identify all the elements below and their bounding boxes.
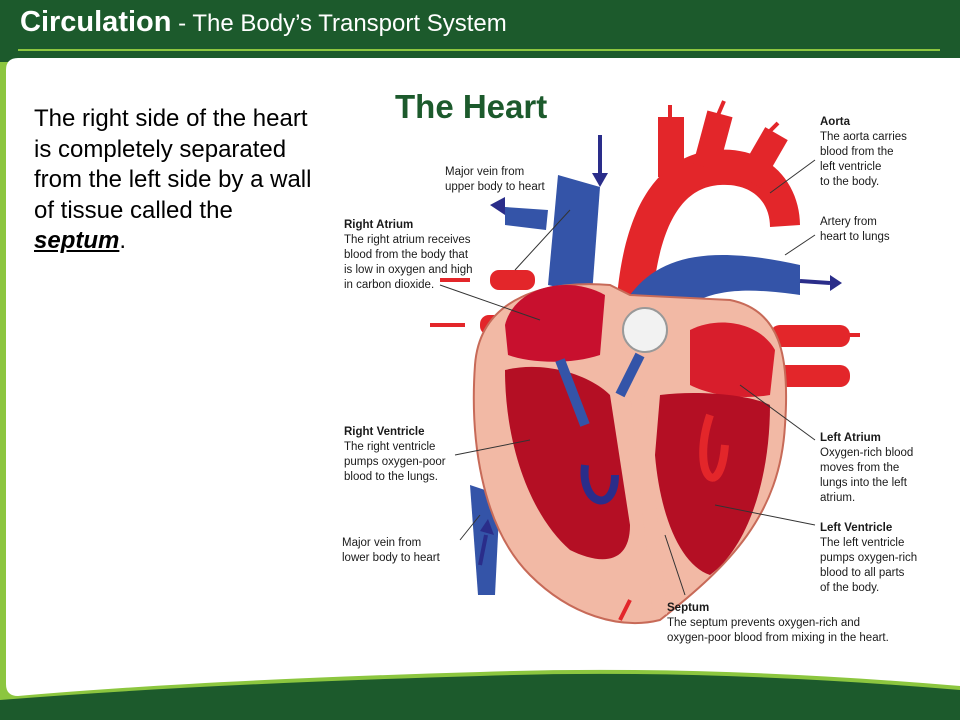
left-atrium [690,322,775,397]
slide-title: Circulation - The Body’s Transport Syste… [20,6,507,46]
aorta-arch [615,149,800,345]
label-major-vein-lower: Major vein from lower body to heart [342,536,440,566]
label-left-ventricle-title: Left Ventricle [820,522,893,534]
label-right-ventricle: Right Ventricle The right ventricle pump… [344,425,446,485]
label-septum-desc: The septum prevents oxygen-rich and oxyg… [667,617,889,644]
slide-title-sub: - The Body’s Transport System [171,10,507,37]
heart-illustration [430,100,860,624]
label-right-atrium-desc: The right atrium receives blood from the… [344,234,473,291]
label-major-vein-lower-desc: Major vein from lower body to heart [342,537,440,564]
aortic-valve [622,307,668,353]
label-left-ventricle-desc: The left ventricle pumps oxygen-rich blo… [820,537,918,594]
label-septum: Septum The septum prevents oxygen-rich a… [667,601,889,646]
label-left-atrium-title: Left Atrium [820,432,881,444]
label-aorta: Aorta The aorta carries blood from the l… [820,115,907,190]
label-major-vein-upper-desc: Major vein from upper body to heart [445,166,545,193]
label-right-atrium-title: Right Atrium [344,219,414,231]
diagram-title: The Heart [395,88,548,125]
slide-title-main: Circulation [20,6,172,38]
upper-vein [548,175,600,295]
left-ventricle [655,393,770,575]
label-major-vein-upper: Major vein from upper body to heart [445,165,545,195]
right-atrium [505,285,605,362]
label-left-ventricle: Left Ventricle The left ventricle pumps … [820,521,917,596]
label-right-atrium: Right Atrium The right atrium receives b… [344,218,473,293]
label-septum-title: Septum [667,602,710,614]
label-left-atrium-desc: Oxygen-rich blood moves from the lungs i… [820,447,914,504]
label-right-ventricle-desc: The right ventricle pumps oxygen-poor bl… [344,441,446,483]
label-aorta-title: Aorta [820,116,851,128]
body-text-end: . [119,227,127,254]
body-term-septum: septum [34,227,120,254]
body-paragraph: The right side of the heart is completel… [34,104,324,257]
label-aorta-desc: The aorta carries blood from the left ve… [820,131,907,188]
heart-diagram: Aorta The aorta carries blood from the l… [330,95,960,660]
label-right-ventricle-title: Right Ventricle [344,426,425,438]
label-left-atrium: Left Atrium Oxygen-rich blood moves from… [820,431,913,506]
label-artery-lungs: Artery from heart to lungs [820,215,890,245]
right-ventricle [505,366,630,560]
label-artery-lungs-desc: Artery from heart to lungs [820,216,890,243]
body-text-main: The right side of the heart is completel… [34,105,312,224]
